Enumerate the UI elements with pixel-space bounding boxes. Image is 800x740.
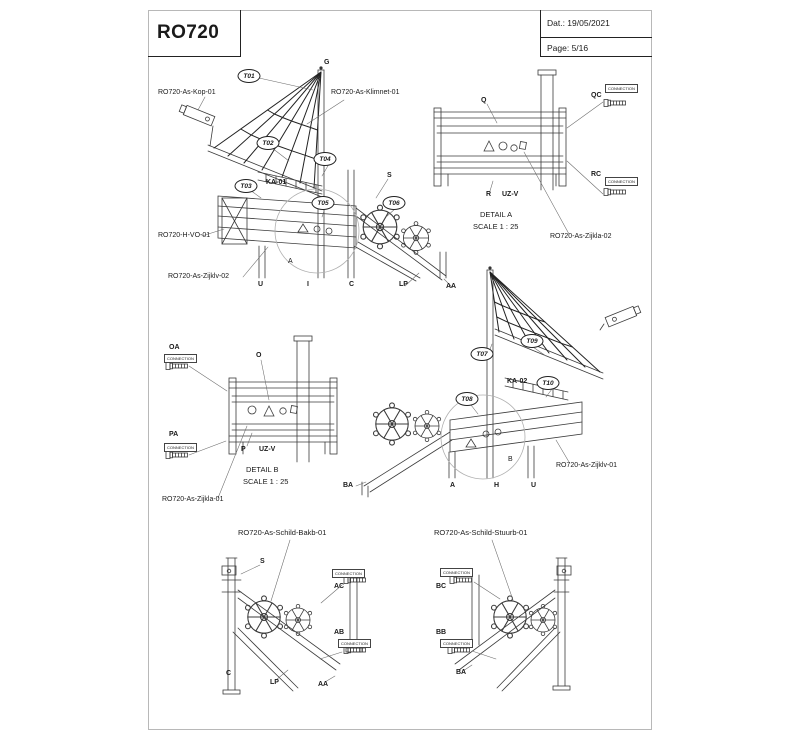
callout-t08: T08 bbox=[455, 392, 479, 406]
steering-wheel-icon bbox=[360, 204, 400, 250]
ref-label-ab: AB bbox=[334, 629, 345, 636]
ref-label-ba2: BA bbox=[456, 669, 467, 676]
ref-label-lp2: LP bbox=[270, 679, 279, 686]
title-block-info-cell: Dat.: 19/05/2021 Page: 5/16 bbox=[540, 10, 652, 57]
ref-label-bc: BC bbox=[436, 583, 447, 590]
ref-label-s2: S bbox=[260, 558, 265, 565]
leader-lines bbox=[188, 77, 604, 683]
bolt-icon bbox=[449, 576, 472, 584]
bolt-icon bbox=[165, 362, 188, 370]
ref-label-i: I bbox=[307, 281, 309, 288]
detail-a-title: DETAIL A bbox=[480, 210, 513, 219]
steering-wheel-icon bbox=[372, 402, 412, 446]
ref-label-qc: QC bbox=[591, 92, 602, 99]
callout-t07: T07 bbox=[470, 347, 494, 361]
head-piece bbox=[178, 104, 216, 127]
detail-b-circle-marker bbox=[440, 394, 526, 480]
detail-b-title: DETAIL B bbox=[246, 465, 279, 474]
view-c-title: RO720-As-Schild-Bakb-01 bbox=[238, 528, 327, 537]
sheet-code: RO720 bbox=[157, 22, 220, 43]
view-a-linework bbox=[178, 66, 447, 282]
ref-label-bb: BB bbox=[436, 629, 447, 636]
connection-tag-bb: CONNECTION bbox=[440, 639, 473, 648]
ref-label-aa: AA bbox=[446, 283, 457, 290]
detail-mark-a: A bbox=[288, 258, 293, 265]
view-b-linework bbox=[361, 266, 642, 498]
connection-tag-pa: CONNECTION bbox=[164, 443, 197, 452]
steering-wheel-icon bbox=[244, 595, 284, 639]
connection-tag-ab: CONNECTION bbox=[338, 639, 371, 648]
steering-wheel-icon bbox=[412, 409, 442, 443]
connection-tag-qc: CONNECTION bbox=[605, 84, 638, 93]
ref-label-ba: BA bbox=[343, 482, 354, 489]
detail-b-scale: SCALE 1 : 25 bbox=[243, 477, 289, 486]
ref-label-c2: C bbox=[226, 670, 232, 677]
bolt-icon bbox=[603, 188, 626, 196]
ref-label-o: O bbox=[256, 352, 262, 359]
ref-label-ka02: KA-02 bbox=[507, 378, 528, 385]
part-label-zijklv1: RO720-As-Zijklv-01 bbox=[556, 462, 618, 469]
callout-t10: T10 bbox=[536, 376, 560, 390]
detail-b-linework bbox=[165, 335, 338, 463]
climb-net bbox=[213, 71, 322, 189]
callout-t03: T03 bbox=[234, 179, 258, 193]
sheet-date: Dat.: 19/05/2021 bbox=[547, 18, 610, 28]
bolt-icon bbox=[165, 451, 188, 459]
ref-label-r: R bbox=[486, 191, 492, 198]
drawing-sheet-frame bbox=[148, 10, 652, 730]
title-block-divider bbox=[541, 37, 652, 38]
steering-wheel-icon bbox=[283, 604, 313, 636]
bolt-icon bbox=[603, 99, 626, 107]
steering-wheel-icon bbox=[401, 221, 431, 255]
callout-t06: T06 bbox=[382, 196, 406, 210]
part-label-zijkla1: RO720-As-Zijkla-01 bbox=[162, 496, 224, 503]
view-d-linework bbox=[447, 557, 572, 692]
ref-label-pa: PA bbox=[169, 431, 179, 438]
ref-label-uzv-a: UZ-V bbox=[502, 191, 519, 198]
ref-label-c: C bbox=[349, 281, 355, 288]
connection-tag-rc: CONNECTION bbox=[605, 177, 638, 186]
callout-t02: T02 bbox=[256, 136, 280, 150]
technical-drawing-svg bbox=[165, 66, 642, 695]
ref-label-h: H bbox=[494, 482, 500, 489]
part-label-kop: RO720-As-Kop-01 bbox=[158, 89, 216, 96]
connection-tag-oa: CONNECTION bbox=[164, 354, 197, 363]
ref-label-ka01: KA-01 bbox=[266, 179, 287, 186]
ref-label-s: S bbox=[387, 172, 392, 179]
part-label-zijkla2: RO720-As-Zijkla-02 bbox=[550, 233, 612, 240]
view-d-title: RO720-As-Schild-Stuurb-01 bbox=[434, 528, 528, 537]
ref-label-rc: RC bbox=[591, 171, 602, 178]
ref-label-ac: AC bbox=[334, 583, 345, 590]
ref-label-aa2: AA bbox=[318, 681, 329, 688]
ref-label-u2: U bbox=[531, 482, 537, 489]
callout-t04: T04 bbox=[313, 152, 337, 166]
head-piece bbox=[604, 305, 642, 328]
ref-label-u: U bbox=[258, 281, 264, 288]
callout-t05: T05 bbox=[311, 196, 335, 210]
view-c-linework bbox=[221, 557, 366, 695]
ref-label-p: P bbox=[241, 446, 246, 453]
connection-tag-ac: CONNECTION bbox=[332, 569, 365, 578]
title-block-code-cell: RO720 bbox=[148, 10, 241, 57]
callout-t01: T01 bbox=[237, 69, 261, 83]
part-label-zijklv2: RO720-As-Zijklv-02 bbox=[168, 273, 230, 280]
climb-net bbox=[489, 271, 601, 373]
ref-label-lp: LP bbox=[399, 281, 408, 288]
connection-tag-bc: CONNECTION bbox=[440, 568, 473, 577]
detail-a-linework bbox=[433, 69, 626, 196]
ref-label-g: G bbox=[324, 59, 330, 66]
ref-label-oa: OA bbox=[169, 344, 180, 351]
detail-a-scale: SCALE 1 : 25 bbox=[473, 222, 519, 231]
detail-a-circle-marker bbox=[274, 188, 360, 274]
detail-mark-b: B bbox=[508, 456, 513, 463]
ref-label-q: Q bbox=[481, 97, 487, 104]
ref-label-a2: A bbox=[450, 482, 456, 489]
callout-t09: T09 bbox=[520, 334, 544, 348]
part-label-klimnet: RO720-As-Klimnet-01 bbox=[331, 89, 400, 96]
ref-label-uzv-b: UZ-V bbox=[259, 446, 276, 453]
sheet-page: Page: 5/16 bbox=[547, 43, 589, 53]
part-label-hvo: RO720-H-VO-01 bbox=[158, 232, 211, 239]
